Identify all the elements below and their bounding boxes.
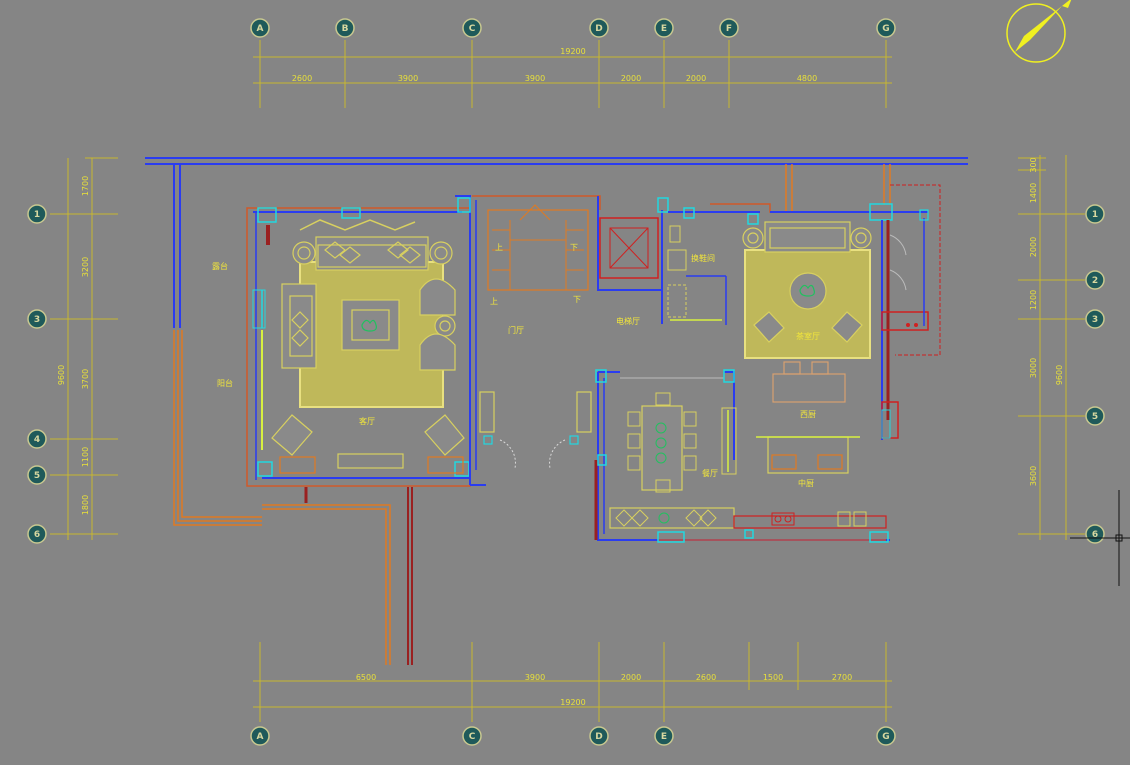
left-dimension-4: 1100	[81, 447, 90, 467]
axis-label-top-5: E	[661, 24, 667, 34]
bottom-dimension-5: 1500	[763, 673, 783, 682]
room-label-living: 客厅	[359, 416, 375, 426]
right-dimension-5: 3000	[1029, 358, 1038, 378]
tea-room-walls	[710, 203, 929, 440]
crosshair-icon	[1070, 490, 1130, 586]
right-dimension-1: 300	[1029, 157, 1038, 172]
axis-label-right-3: 3	[1092, 315, 1098, 325]
dining-room-walls	[594, 369, 890, 543]
axis-label-right-1: 1	[1092, 210, 1098, 220]
living-room-furniture	[271, 236, 465, 474]
axis-label-bottom-3: D	[595, 732, 602, 742]
room-label-terrace-bottom: 阳台	[217, 378, 233, 388]
right-dimension-6: 3600	[1029, 466, 1038, 486]
left-dimension-chain	[50, 157, 118, 540]
top-dimension-3: 3900	[525, 74, 545, 83]
left-dimension-3: 3700	[81, 369, 90, 389]
kitchen-furniture	[756, 361, 860, 474]
stair-up-text: 上	[495, 243, 503, 252]
axis-label-top-1: A	[257, 24, 264, 34]
bottom-dimension-4: 2600	[696, 673, 716, 682]
room-label-foyer: 门厅	[508, 325, 524, 335]
axis-label-bottom-5: G	[882, 732, 889, 742]
top-dimension-4: 2000	[621, 74, 641, 83]
stair-down-label: 下	[573, 295, 581, 304]
axis-label-top-6: F	[726, 24, 732, 34]
top-dimension-2: 3900	[398, 74, 418, 83]
room-label-terrace-top: 露台	[212, 261, 228, 271]
axis-label-bottom-2: C	[469, 732, 476, 742]
elevator-hall-walls	[597, 196, 760, 325]
right-dimension-2: 1400	[1029, 183, 1038, 203]
left-dimension-2: 3200	[81, 257, 90, 277]
axis-label-right-5: 6	[1092, 530, 1098, 540]
bottom-dimension-chain	[253, 642, 892, 722]
bottom-dimension-3: 2000	[621, 673, 641, 682]
left-dimension-5: 1800	[81, 495, 90, 515]
axis-label-top-2: B	[342, 24, 349, 34]
axis-label-left-5: 6	[34, 530, 40, 540]
room-label-tea-room: 茶室厅	[796, 331, 820, 341]
stair-up-label: 上	[490, 297, 498, 306]
room-label-dining: 餐厅	[702, 469, 718, 478]
room-label-changing: 换鞋间	[691, 253, 715, 263]
axis-label-right-2: 2	[1092, 276, 1098, 286]
top-total-dimension: 19200	[560, 47, 585, 56]
right-dimension-4: 1200	[1029, 290, 1038, 310]
axis-bubbles	[27, 18, 1105, 746]
tea-room-furniture	[742, 221, 872, 343]
axis-label-bottom-1: A	[257, 732, 264, 742]
foyer-walls	[455, 195, 601, 486]
bottom-total-dimension: 19200	[560, 698, 585, 707]
axis-label-left-3: 4	[34, 435, 40, 445]
room-label-elevator: 电梯厅	[616, 316, 640, 326]
right-total-dimension: 9600	[1055, 365, 1064, 385]
bottom-dimension-1: 6500	[356, 673, 376, 682]
right-dimension-3: 2000	[1029, 237, 1038, 257]
left-dimension-1: 1700	[81, 176, 90, 196]
right-dimension-chain	[1018, 155, 1085, 540]
bottom-dimension-6: 2700	[832, 673, 852, 682]
axis-label-left-2: 3	[34, 315, 40, 325]
terrace-outline	[145, 157, 968, 665]
left-total-dimension: 9600	[57, 365, 66, 385]
stair-down-text: 下	[570, 243, 578, 252]
axis-label-top-4: D	[595, 24, 602, 34]
axis-label-right-4: 5	[1092, 412, 1098, 422]
top-dimension-5: 2000	[686, 74, 706, 83]
room-label-chinese-kitchen: 中厨	[798, 478, 814, 488]
axis-label-left-4: 5	[34, 471, 40, 481]
room-label-western-kitchen: 西厨	[800, 410, 816, 419]
axis-label-top-7: G	[882, 24, 889, 34]
top-dimension-6: 4800	[797, 74, 817, 83]
axis-label-left-1: 1	[34, 210, 40, 220]
north-compass-icon	[1006, 0, 1072, 63]
axis-label-top-3: C	[469, 24, 476, 34]
top-dimension-chain	[253, 40, 892, 108]
top-dimension-1: 2600	[292, 74, 312, 83]
axis-label-bottom-4: E	[661, 732, 667, 742]
bottom-dimension-2: 3900	[525, 673, 545, 682]
